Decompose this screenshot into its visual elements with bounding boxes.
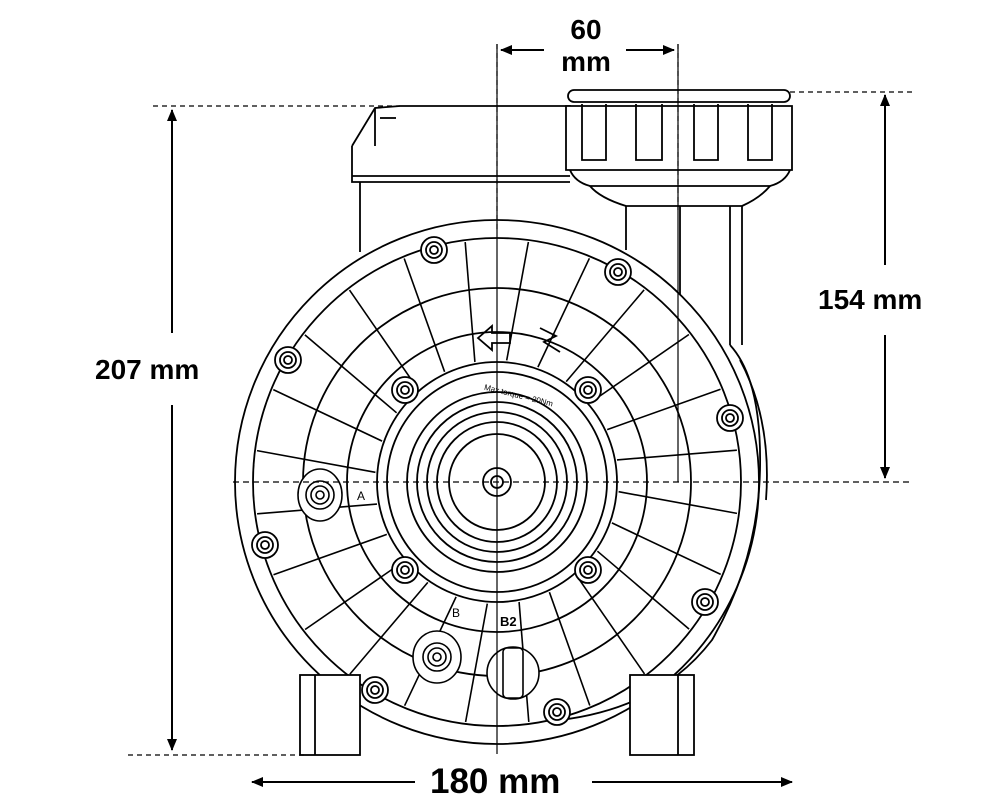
bolt-circle <box>260 540 270 550</box>
flow-direction-arrow <box>476 324 561 353</box>
dimension-60-unit: mm <box>561 46 611 77</box>
rib-line <box>596 550 690 630</box>
rib-line <box>611 522 722 576</box>
extension-lines <box>128 91 912 756</box>
rib-line <box>256 449 376 474</box>
rib-line <box>589 333 690 404</box>
dimension-207-label: 207 mm <box>93 354 202 385</box>
port-a-label: A <box>357 489 365 503</box>
bolt-circle <box>370 685 380 695</box>
drain-plugs <box>297 468 540 700</box>
bolt-circle <box>700 597 710 607</box>
bolt-circle <box>583 565 593 575</box>
rib-line <box>272 388 383 442</box>
rib-line <box>273 533 388 576</box>
dimension-60-value: 60 <box>570 14 602 45</box>
housing-bolts <box>251 236 744 726</box>
dimension-60-label: 60 mm <box>548 14 624 78</box>
rib-line <box>464 242 476 363</box>
bolt-circle <box>429 245 439 255</box>
rib-line <box>304 334 398 414</box>
rib-line <box>304 560 405 631</box>
bolt-circle <box>552 707 562 717</box>
rib-line <box>565 289 645 383</box>
outlet-union <box>565 89 793 482</box>
center-lines <box>233 44 912 754</box>
rib-line <box>606 388 721 431</box>
port-b-label: B <box>452 606 460 620</box>
rib-line <box>348 289 419 390</box>
dimension-180-label: 180 mm <box>424 764 567 799</box>
mounting-feet <box>299 674 695 756</box>
bolt-circle <box>400 385 410 395</box>
bolt-circle <box>613 267 623 277</box>
rib-line <box>537 257 591 368</box>
dimension-arrows <box>167 45 890 787</box>
radial-ribs <box>256 241 738 723</box>
rib-line <box>403 258 446 373</box>
bolt-circle <box>583 385 593 395</box>
bolt-circle <box>283 355 293 365</box>
rib-line <box>618 490 738 515</box>
dimension-154-label: 154 mm <box>816 284 925 315</box>
rib-line <box>349 581 429 675</box>
rib-line <box>616 449 737 461</box>
rib-line <box>464 603 489 723</box>
bolt-circle <box>400 565 410 575</box>
bolt-circle <box>725 413 735 423</box>
rib-line <box>575 574 646 675</box>
port-b2-label: B2 <box>500 614 517 629</box>
rib-line <box>548 591 591 706</box>
